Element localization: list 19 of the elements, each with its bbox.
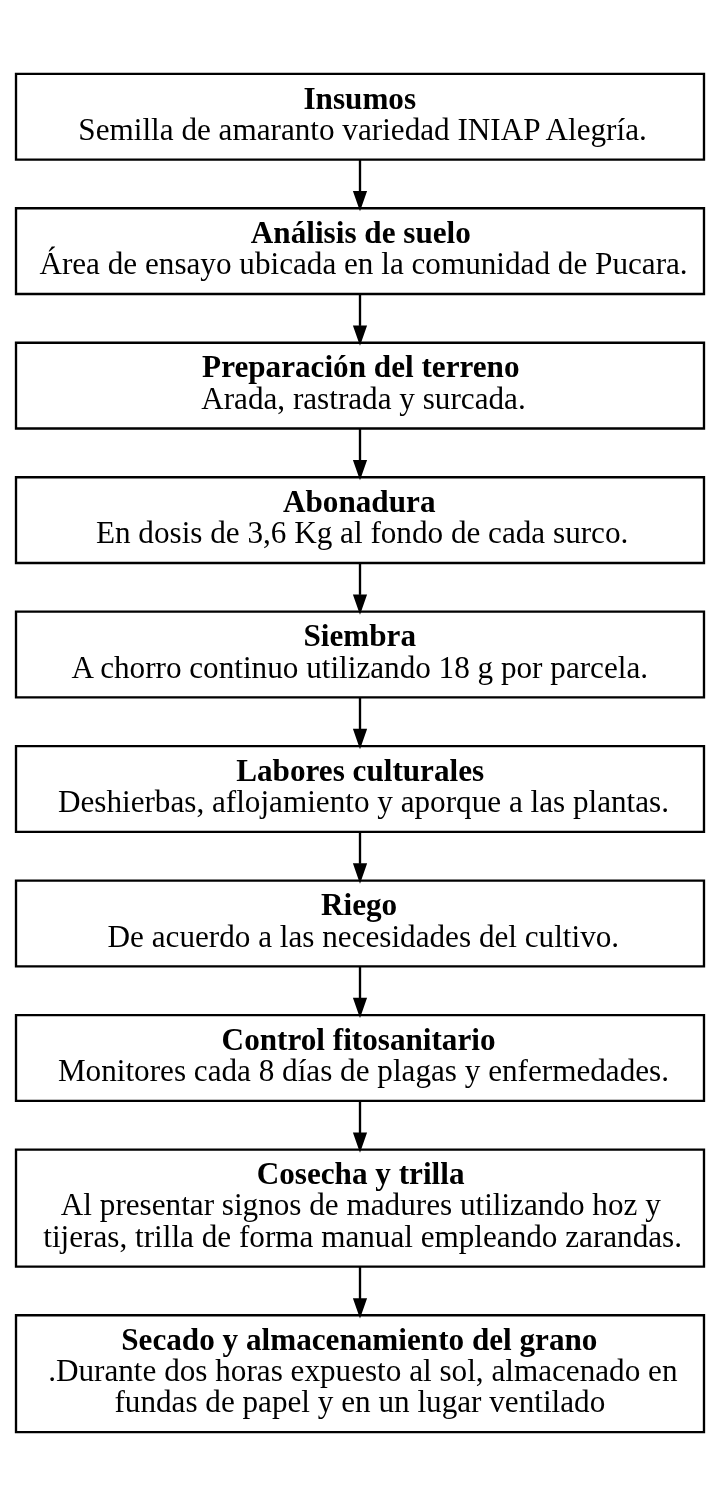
node-box: Siembra A chorro continuo utilizando 18 g por parcela. bbox=[14, 610, 706, 699]
arrow bbox=[352, 1101, 368, 1153]
arrow bbox=[352, 832, 368, 884]
node-box: Labores culturales Deshierbas, aflojamiento y aporque a las plantas. bbox=[14, 745, 706, 834]
arrow bbox=[352, 294, 368, 346]
arrow bbox=[352, 1266, 368, 1319]
node-box: Secado y almacenamiento del grano .Durante dos horas expuesto al sol, almacenado en fundas de papel y en un lugar ventilado bbox=[14, 1314, 706, 1434]
arrow bbox=[352, 966, 368, 1019]
node-box: Cosecha y trilla Al presentar signos de madures utilizando hoz y tijeras, trilla de forma manual empleando zarandas. bbox=[14, 1148, 706, 1268]
arrow bbox=[352, 563, 368, 615]
arrow bbox=[352, 159, 368, 212]
node-box: Análisis de suelo Área de ensayo ubicada en la comunidad de Pucara. bbox=[14, 207, 706, 296]
node-box: Control fitosanitario Monitores cada 8 días de plagas y enfermedades. bbox=[14, 1013, 706, 1103]
arrow bbox=[352, 428, 368, 481]
node-box: Insumos Semilla de amaranto variedad INIAP Alegría. bbox=[14, 72, 706, 161]
node-box: Riego De acuerdo a las necesidades del cultivo. bbox=[14, 879, 706, 968]
node-box: Abonadura En dosis de 3,6 Kg al fondo de cada surco. bbox=[14, 476, 706, 565]
arrow bbox=[352, 697, 368, 750]
node-box: Preparación del terreno Arada, rastrada y surcada. bbox=[14, 341, 706, 430]
